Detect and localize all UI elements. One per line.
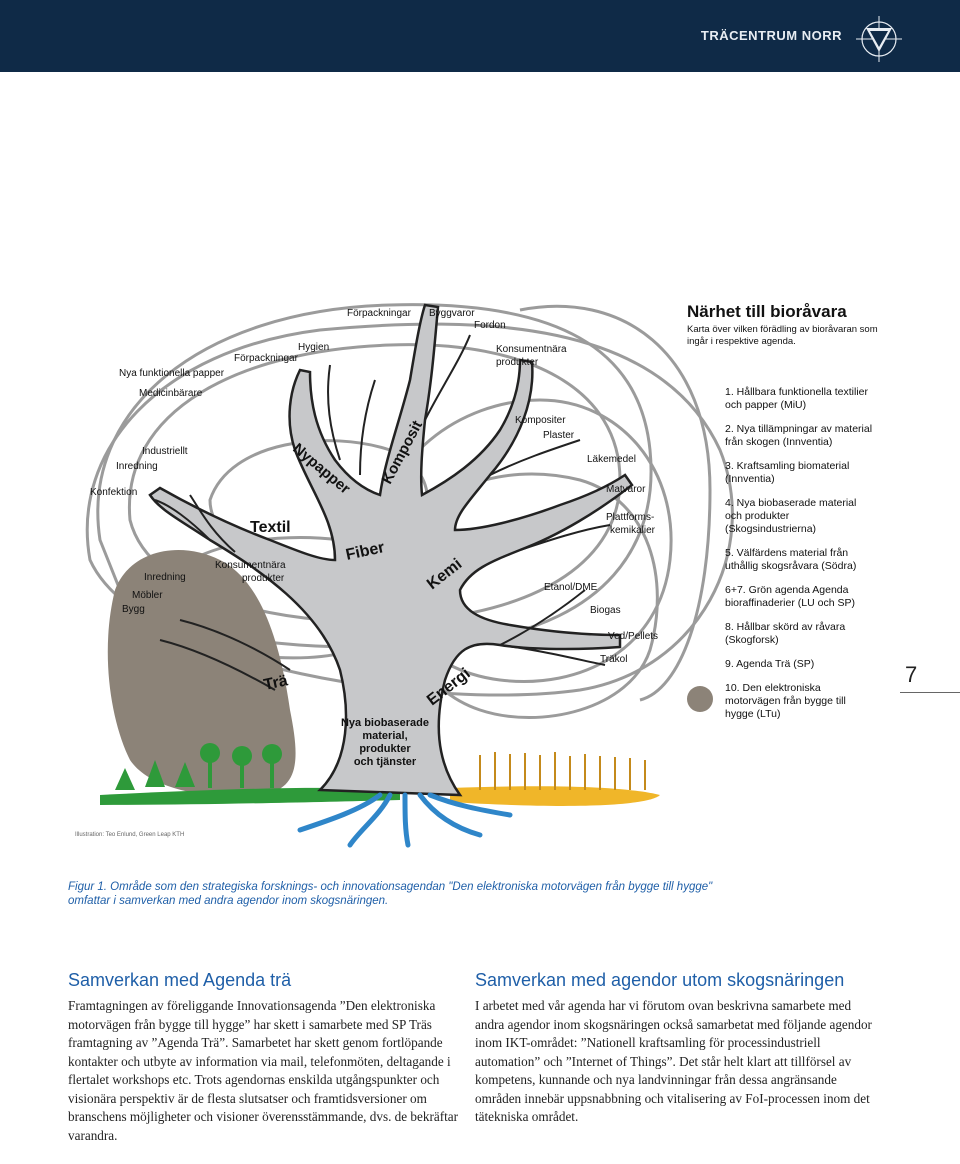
page-number: 7 xyxy=(905,662,918,687)
illustration-credit: Illustration: Teo Enlund, Green Leap KTH xyxy=(75,832,185,838)
product-label: Inredning xyxy=(144,572,186,583)
product-label: Nya funktionella papper xyxy=(119,368,225,379)
page-number-rule xyxy=(900,692,960,693)
brand-name: TRÄCENTRUM NORR xyxy=(700,28,842,43)
legend-item: 9. Agenda Trä (SP) xyxy=(725,658,815,670)
grass-left xyxy=(100,787,400,805)
section-agenda-tra: Samverkan med Agenda trä Framtagningen a… xyxy=(68,970,468,1145)
section-body: Framtagningen av föreliggande Innovation… xyxy=(68,998,459,1143)
product-label: Medicinbärare xyxy=(139,388,203,399)
product-label: Förpackningar xyxy=(347,308,412,319)
product-label: Byggvaror xyxy=(429,308,475,319)
product-label: Biogas xyxy=(590,605,621,616)
legend-item: 5. Välfärdens material från uthållig sko… xyxy=(725,547,857,572)
product-label: Ved/Pellets xyxy=(608,631,658,642)
wheat-stalks xyxy=(479,752,646,790)
legend-list: 1. Hållbara funktionella textilier och p… xyxy=(687,386,875,732)
legend-title: Närhet till bioråvara xyxy=(687,302,847,321)
product-label: Träkol xyxy=(600,654,627,665)
trunk-label-line: material, xyxy=(362,730,407,742)
tra-area xyxy=(107,550,296,797)
product-label: Konfektion xyxy=(90,487,137,498)
product-label: Plattforms- xyxy=(606,512,654,523)
tree-figure: Textil Nypapper Komposit Fiber Kemi Trä … xyxy=(85,303,734,848)
trunk-label-line: Nya biobaserade xyxy=(341,717,429,729)
legend-item: 3. Kraftsamling biomaterial (Innventia) xyxy=(725,460,850,485)
gray-dot-icon xyxy=(687,686,713,712)
legend-item: 4. Nya biobaserade material och produkte… xyxy=(725,497,857,535)
section-heading: Samverkan med Agenda trä xyxy=(68,970,292,990)
tree-twigs xyxy=(154,334,611,691)
legend-item: 1. Hållbara funktionella textilier och p… xyxy=(725,386,868,411)
product-label: Kompositer xyxy=(515,415,566,426)
legend-item: 8. Hållbar skörd av råvara (Skogforsk) xyxy=(725,621,846,646)
branch-label-tra: Trä xyxy=(262,672,289,694)
product-label: produkter xyxy=(242,573,285,584)
figure-legend: Närhet till bioråvara Karta över vilken … xyxy=(687,302,887,720)
pine-trees xyxy=(115,743,282,790)
product-label: Fordon xyxy=(474,320,506,331)
legend-item-text: 10. Den elektroniska motorvägen från byg… xyxy=(725,682,846,720)
legend-item: 2. Nya tillämpningar av material från sk… xyxy=(725,423,873,448)
product-label: Läkemedel xyxy=(587,454,636,465)
product-label: Hygien xyxy=(298,342,329,353)
branch-label-textil: Textil xyxy=(250,519,291,536)
grass-right xyxy=(450,786,660,806)
tree-body xyxy=(148,303,634,797)
triangle-compass-icon xyxy=(856,16,902,62)
agenda-ring xyxy=(519,304,712,702)
product-label: Etanol/DME xyxy=(544,582,598,593)
product-label: Förpackningar xyxy=(234,353,299,364)
legend-item: 10. Den elektroniska motorvägen från byg… xyxy=(687,682,875,721)
trunk-label-line: produkter xyxy=(359,743,411,755)
legend-item: 6+7. Grön agenda Agenda bioraffinaderier… xyxy=(725,584,855,609)
figure-caption: Figur 1. Område som den strategiska fors… xyxy=(68,881,713,907)
product-label: Matvaror xyxy=(606,484,646,495)
header-bar: TRÄCENTRUM NORR xyxy=(0,0,960,72)
product-label: Konsumentnära xyxy=(215,560,286,571)
section-other-agendas: Samverkan med agendor utom skogsnäringen… xyxy=(475,970,875,1127)
legend-subtitle: Karta över vilken förädling av bioråvara… xyxy=(687,324,878,347)
tree-roots xyxy=(297,792,513,848)
trunk-label: Nya biobaserade material, produkter och … xyxy=(341,717,429,768)
trunk-label-line: och tjänster xyxy=(354,756,417,768)
product-label: Möbler xyxy=(132,590,163,601)
product-label: Inredning xyxy=(116,461,158,472)
product-label: produkter xyxy=(496,357,539,368)
section-heading: Samverkan med agendor utom skogsnäringen xyxy=(475,970,845,990)
section-body: I arbetet med vår agenda har vi förutom … xyxy=(475,998,872,1124)
product-label: kemikalier xyxy=(610,525,656,536)
product-label: Plaster xyxy=(543,430,575,441)
product-label: Konsumentnära xyxy=(496,344,567,355)
product-label: Industriellt xyxy=(142,446,188,457)
product-label: Bygg xyxy=(122,604,145,615)
